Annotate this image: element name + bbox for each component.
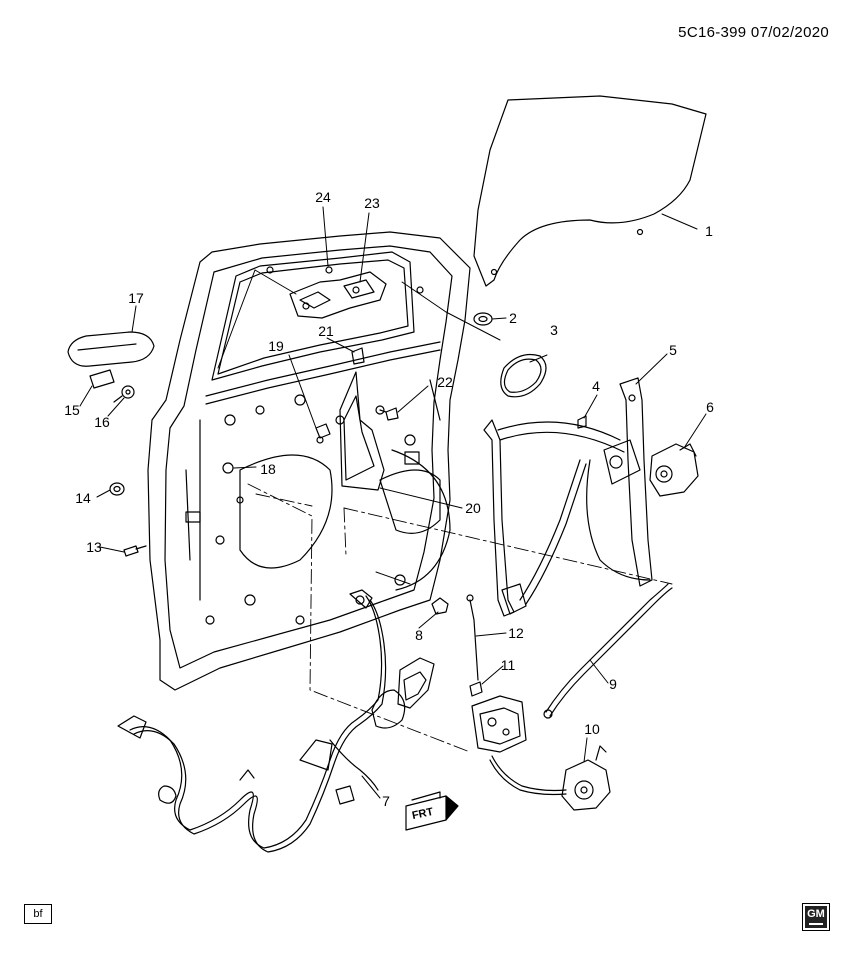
gm-logo-mark: GM xyxy=(805,906,827,928)
callout-15: 15 xyxy=(64,402,80,418)
callout-11: 11 xyxy=(500,657,516,673)
clip-19 xyxy=(315,423,331,439)
door-latch xyxy=(469,681,527,753)
clip-21 xyxy=(351,347,365,365)
callout-14: 14 xyxy=(75,490,91,506)
callout-20: 20 xyxy=(465,500,481,516)
grommet-2 xyxy=(473,312,493,326)
screw-24 xyxy=(325,266,333,274)
callout-8: 8 xyxy=(415,627,423,643)
bf-tag: bf xyxy=(24,904,52,924)
callout-2: 2 xyxy=(509,310,517,326)
callout-12: 12 xyxy=(508,625,524,641)
callout-21: 21 xyxy=(318,323,334,339)
handle-cap-15 xyxy=(89,369,115,389)
inside-handle-bracket-23 xyxy=(289,271,387,319)
callout-1: 1 xyxy=(705,223,713,239)
callout-10: 10 xyxy=(584,721,600,737)
gm-logo-text: GM xyxy=(807,908,825,920)
water-deflector-bracket-20 xyxy=(339,371,385,491)
front-direction-indicator xyxy=(405,791,459,831)
wiring-harness xyxy=(117,589,435,853)
nut-8 xyxy=(431,597,449,615)
callout-4: 4 xyxy=(592,378,600,394)
callout-5: 5 xyxy=(669,342,677,358)
lock-cylinder-16 xyxy=(113,385,135,403)
window-regulator xyxy=(483,377,653,617)
grommet-18 xyxy=(222,462,234,474)
callout-17: 17 xyxy=(128,290,144,306)
latch-cable xyxy=(489,755,567,796)
access-hole-seal xyxy=(500,353,547,398)
callout-13: 13 xyxy=(86,539,102,555)
door-lock-actuator xyxy=(561,745,611,811)
callout-18: 18 xyxy=(260,461,276,477)
gm-logo: GM xyxy=(802,903,830,931)
callout-19: 19 xyxy=(268,338,284,354)
bolt-4 xyxy=(577,415,587,429)
screw-13 xyxy=(123,545,147,557)
callout-3: 3 xyxy=(550,322,558,338)
grommet-14 xyxy=(109,482,125,496)
leader-lines xyxy=(79,206,707,799)
door-glass xyxy=(473,95,707,287)
callout-16: 16 xyxy=(94,414,110,430)
lock-rod xyxy=(466,594,479,681)
callout-22: 22 xyxy=(437,374,453,390)
door-inner-panel xyxy=(147,231,471,691)
callout-23: 23 xyxy=(364,195,380,211)
outside-handle xyxy=(67,331,155,367)
phantom-lines xyxy=(247,483,673,753)
callout-6: 6 xyxy=(706,399,714,415)
callout-24: 24 xyxy=(315,189,331,205)
lock-cable xyxy=(543,583,673,719)
bolt-22 xyxy=(379,407,399,421)
callout-9: 9 xyxy=(609,676,617,692)
window-motor xyxy=(649,443,699,497)
callout-7: 7 xyxy=(382,793,390,809)
diagram-code: 5C16-399 07/02/2020 xyxy=(678,24,829,41)
gm-logo-underline xyxy=(809,923,823,925)
